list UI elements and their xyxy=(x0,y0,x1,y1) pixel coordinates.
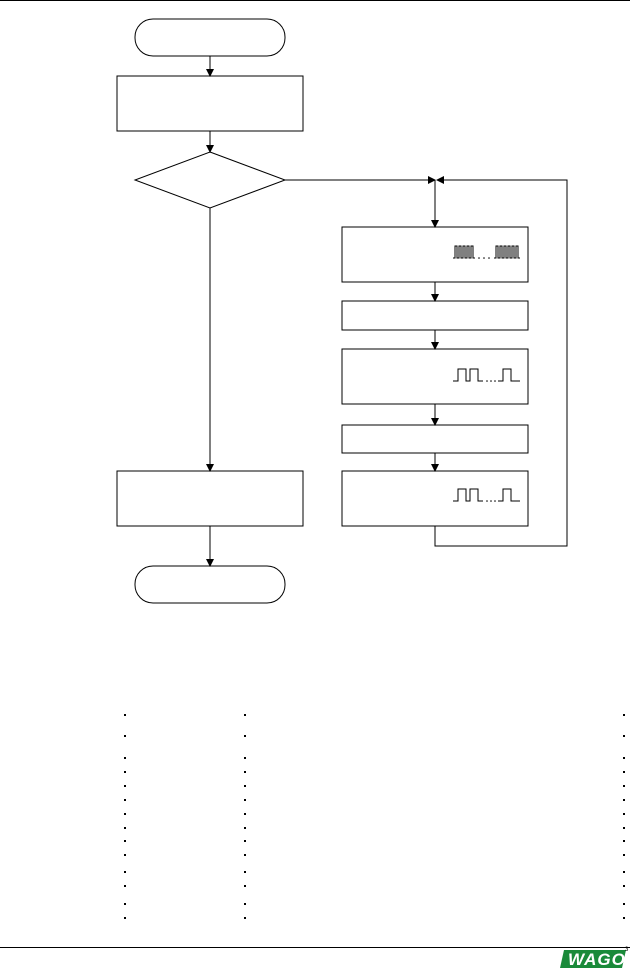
table-dot xyxy=(244,771,246,773)
table-dot xyxy=(244,785,246,787)
table-dot xyxy=(623,735,625,737)
table-dot xyxy=(124,885,126,887)
table-dot xyxy=(124,735,126,737)
table-dot xyxy=(244,757,246,759)
table-dot xyxy=(244,854,246,856)
table-dot xyxy=(124,771,126,773)
end-process xyxy=(116,470,304,527)
table-dot xyxy=(244,903,246,905)
header-rule xyxy=(0,0,630,1)
table-dot xyxy=(623,813,625,815)
ellipsis-dot xyxy=(478,257,480,259)
end-terminal xyxy=(134,565,286,604)
table-dot xyxy=(623,885,625,887)
ellipsis-dot xyxy=(486,380,488,382)
table-dot xyxy=(623,854,625,856)
table-dot xyxy=(623,785,625,787)
table-dot xyxy=(124,813,126,815)
table-dot xyxy=(623,917,625,919)
pulse-train-dense-icon xyxy=(453,245,520,259)
table-dot xyxy=(244,917,246,919)
flowchart xyxy=(116,18,568,604)
table-dot xyxy=(124,785,126,787)
table-dot xyxy=(244,735,246,737)
table-dot xyxy=(244,885,246,887)
loop-step-3 xyxy=(341,348,529,405)
table-dot xyxy=(623,827,625,829)
table-dot xyxy=(623,757,625,759)
start-terminal xyxy=(134,18,286,57)
decision-diamond xyxy=(133,151,287,209)
ellipsis-dot xyxy=(486,500,488,502)
pulse-train-square-icon xyxy=(453,368,520,382)
table-dot xyxy=(124,827,126,829)
loop-step-5 xyxy=(341,470,529,527)
ellipsis-dot xyxy=(490,500,492,502)
table-dot xyxy=(124,854,126,856)
init-process xyxy=(116,75,304,132)
table-dot xyxy=(623,840,625,842)
footer-rule xyxy=(0,947,630,948)
table-dot xyxy=(623,714,625,716)
ellipsis-dot xyxy=(490,380,492,382)
table-dot xyxy=(244,714,246,716)
table-dot xyxy=(124,903,126,905)
ellipsis-dot xyxy=(488,257,490,259)
table-dot xyxy=(623,771,625,773)
table-dot xyxy=(623,799,625,801)
table-dot xyxy=(124,714,126,716)
table-dot xyxy=(244,813,246,815)
table-dot xyxy=(244,799,246,801)
table-dot xyxy=(244,871,246,873)
ellipsis-dot xyxy=(483,257,485,259)
table-dot xyxy=(124,871,126,873)
table-dot xyxy=(124,799,126,801)
loop-return-line xyxy=(434,176,568,547)
table-dot xyxy=(244,840,246,842)
table-dot xyxy=(124,840,126,842)
table-dot xyxy=(623,871,625,873)
table-dot xyxy=(124,757,126,759)
pulse-train-square-icon xyxy=(453,488,520,502)
page-marker: 3 xyxy=(625,947,629,953)
table-dot xyxy=(244,827,246,829)
wago-logo: WAGO xyxy=(560,950,626,968)
ellipsis-dot xyxy=(494,500,496,502)
loop-step-4 xyxy=(341,424,529,454)
logo-text: WAGO xyxy=(568,950,626,968)
table-dot xyxy=(124,917,126,919)
table-dot xyxy=(623,903,625,905)
ellipsis-dot xyxy=(494,380,496,382)
loop-step-2 xyxy=(341,300,529,331)
